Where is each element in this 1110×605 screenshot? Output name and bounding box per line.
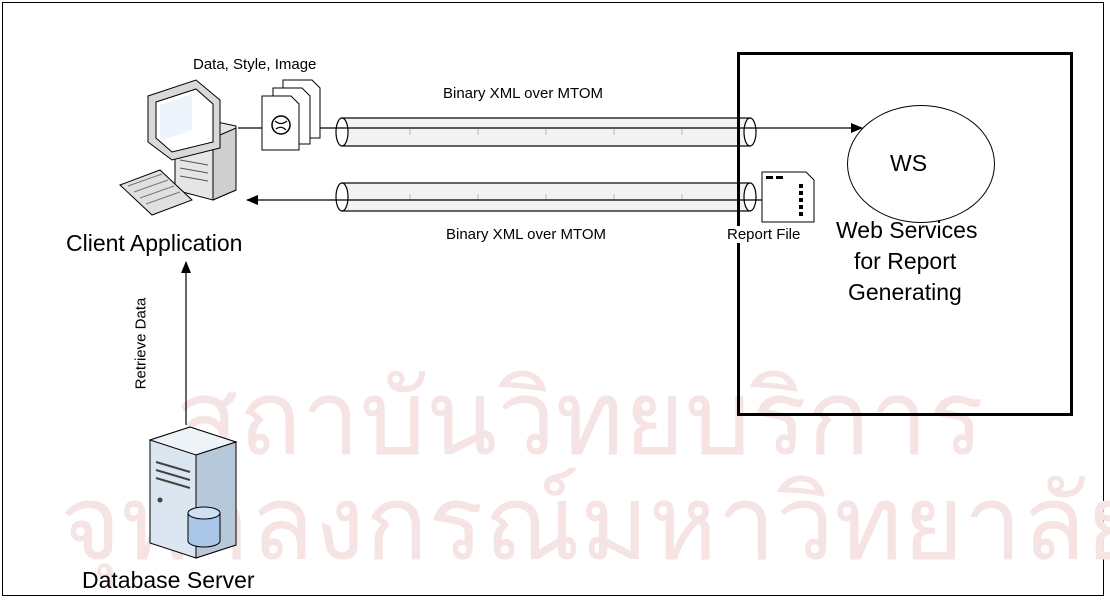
binary-xml-top-label: Binary XML over MTOM [443,85,603,102]
web-services-title: Web Services for Report Generating [836,215,977,308]
database-server-label: Database Server [82,567,255,594]
bottom-pipe [336,183,756,211]
web-services-line-2: for Report [836,246,977,277]
database-icon [188,507,220,547]
report-file-label: Report File [727,226,800,243]
web-services-line-1: Web Services [836,215,977,246]
ws-label: WS [890,150,927,177]
computer-icon [120,80,236,215]
top-pipe [336,118,756,146]
data-style-image-label: Data, Style, Image [193,56,316,73]
web-services-line-3: Generating [836,277,977,308]
document-stack-icon [262,80,320,150]
retrieve-data-label: Retrieve Data [132,298,149,390]
binary-xml-bottom-label: Binary XML over MTOM [446,226,606,243]
client-application-label: Client Application [66,230,242,257]
